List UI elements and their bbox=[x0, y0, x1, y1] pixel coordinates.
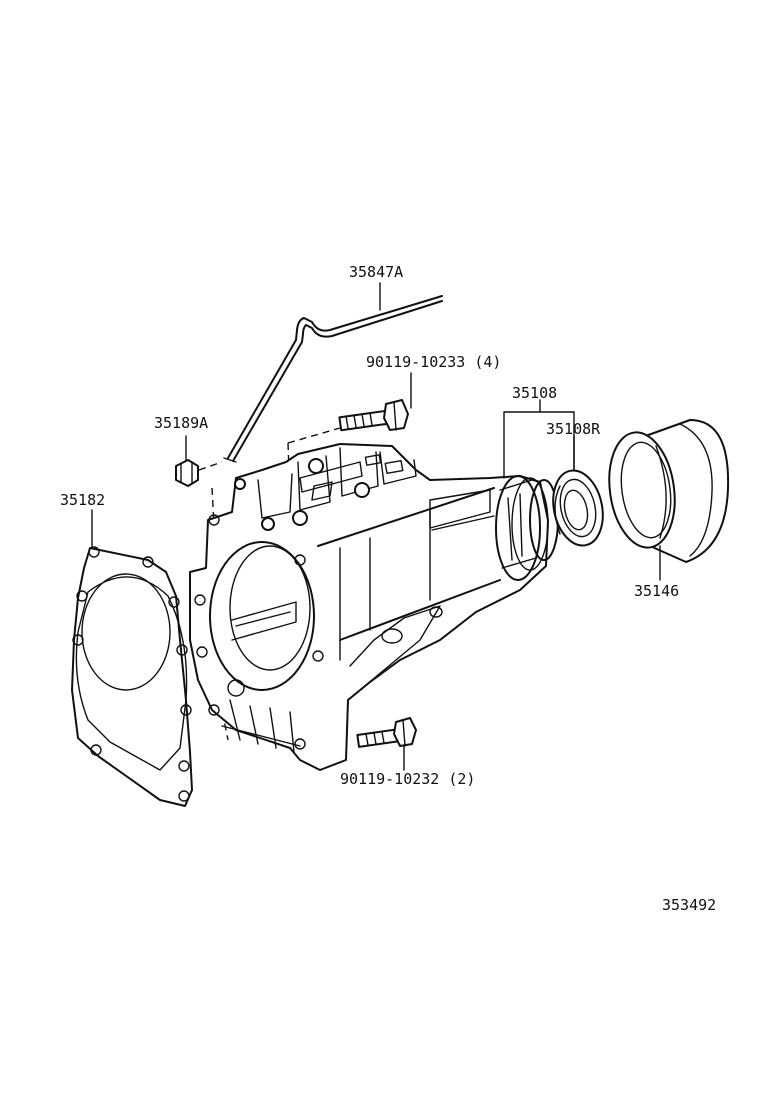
bolt-upper bbox=[338, 399, 409, 432]
bolt-lower bbox=[356, 717, 417, 748]
label-35189A: 35189A bbox=[154, 414, 208, 432]
label-35108: 35108 bbox=[512, 384, 557, 402]
diagram-id: 353492 bbox=[662, 896, 716, 914]
bracket-35108 bbox=[503, 399, 575, 479]
breather-plug bbox=[175, 459, 223, 487]
breather-tube bbox=[223, 295, 443, 463]
label-bolt-upper: 90119-10233 (4) bbox=[366, 353, 501, 371]
oil-seal bbox=[552, 469, 604, 547]
label-35847A: 35847A bbox=[349, 263, 403, 281]
label-35146: 35146 bbox=[634, 582, 679, 600]
label-bolt-lower: 90119-10232 (2) bbox=[340, 770, 475, 788]
extension-housing bbox=[189, 443, 559, 771]
gasket bbox=[71, 546, 193, 807]
label-35182: 35182 bbox=[60, 491, 105, 509]
label-35108R: 35108R bbox=[546, 420, 601, 438]
dust-deflector bbox=[608, 419, 730, 563]
